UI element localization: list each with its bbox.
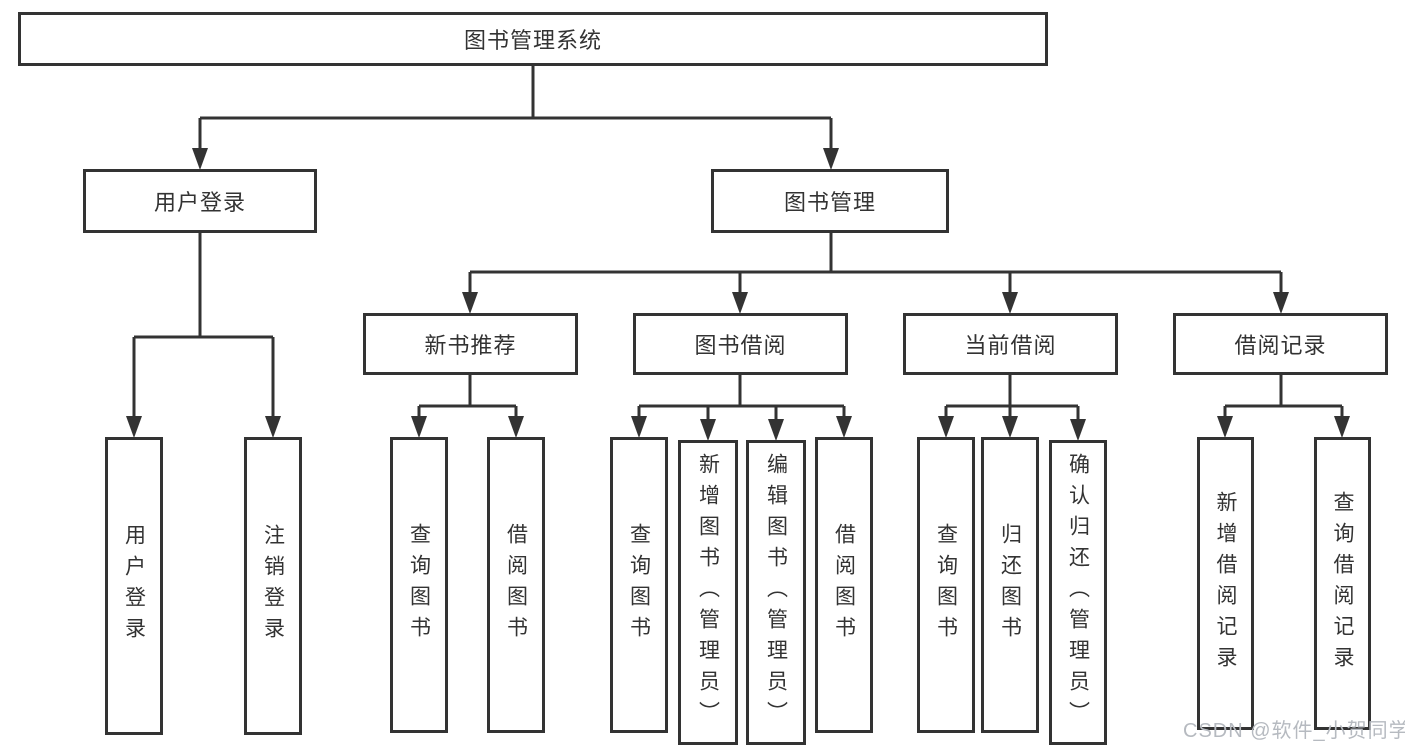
node-book-borrow-label: 图书借阅 bbox=[694, 333, 787, 358]
node-new-book-recommend-label: 新书推荐 bbox=[424, 333, 517, 358]
leaf-bb-add-books-admin: 新增图书（管理员） bbox=[678, 440, 738, 745]
leaf-cb-return-books-label: 归还图书 bbox=[998, 523, 1022, 647]
leaf-nb-borrow-books: 借阅图书 bbox=[487, 437, 545, 733]
leaf-logout: 注销登录 bbox=[244, 437, 302, 735]
node-user-login-label: 用户登录 bbox=[153, 190, 246, 215]
leaf-logout-label: 注销登录 bbox=[261, 524, 285, 648]
leaf-bb-add-books-admin-label: 新增图书（管理员） bbox=[696, 453, 720, 732]
node-user-login: 用户登录 bbox=[83, 169, 317, 233]
leaf-bb-borrow-books: 借阅图书 bbox=[815, 437, 873, 733]
watermark: CSDN @软件_小贺同学 bbox=[1183, 720, 1405, 742]
leaf-bb-edit-books-admin-label: 编辑图书（管理员） bbox=[764, 453, 788, 732]
leaf-cb-confirm-return-admin: 确认归还（管理员） bbox=[1049, 440, 1107, 745]
leaf-br-add-record-label: 新增借阅记录 bbox=[1214, 490, 1237, 677]
leaf-br-add-record: 新增借阅记录 bbox=[1197, 437, 1254, 730]
leaf-nb-query-books: 查询图书 bbox=[390, 437, 448, 733]
leaf-br-query-record: 查询借阅记录 bbox=[1314, 437, 1371, 730]
node-current-borrow-label: 当前借阅 bbox=[964, 333, 1057, 358]
node-current-borrow: 当前借阅 bbox=[903, 313, 1118, 375]
leaf-cb-confirm-return-admin-label: 确认归还（管理员） bbox=[1066, 453, 1090, 732]
leaf-nb-borrow-books-label: 借阅图书 bbox=[504, 523, 528, 647]
node-borrow-records-label: 借阅记录 bbox=[1234, 333, 1327, 358]
leaf-cb-query-books-label: 查询图书 bbox=[934, 523, 958, 647]
leaf-bb-query-books-label: 查询图书 bbox=[627, 523, 651, 647]
node-root-label: 图书管理系统 bbox=[463, 28, 602, 53]
leaf-cb-return-books: 归还图书 bbox=[981, 437, 1039, 733]
leaf-bb-edit-books-admin: 编辑图书（管理员） bbox=[746, 440, 806, 745]
node-root: 图书管理系统 bbox=[18, 12, 1048, 66]
leaf-bb-borrow-books-label: 借阅图书 bbox=[832, 523, 856, 647]
node-book-management-label: 图书管理 bbox=[783, 190, 876, 215]
leaf-cb-query-books: 查询图书 bbox=[917, 437, 975, 733]
node-book-management: 图书管理 bbox=[711, 169, 949, 233]
node-new-book-recommend: 新书推荐 bbox=[363, 313, 578, 375]
leaf-user-login: 用户登录 bbox=[105, 437, 163, 735]
node-book-borrow: 图书借阅 bbox=[633, 313, 848, 375]
leaf-nb-query-books-label: 查询图书 bbox=[407, 523, 431, 647]
leaf-user-login-label: 用户登录 bbox=[122, 524, 146, 648]
leaf-bb-query-books: 查询图书 bbox=[610, 437, 668, 733]
node-borrow-records: 借阅记录 bbox=[1173, 313, 1388, 375]
leaf-br-query-record-label: 查询借阅记录 bbox=[1331, 490, 1354, 677]
